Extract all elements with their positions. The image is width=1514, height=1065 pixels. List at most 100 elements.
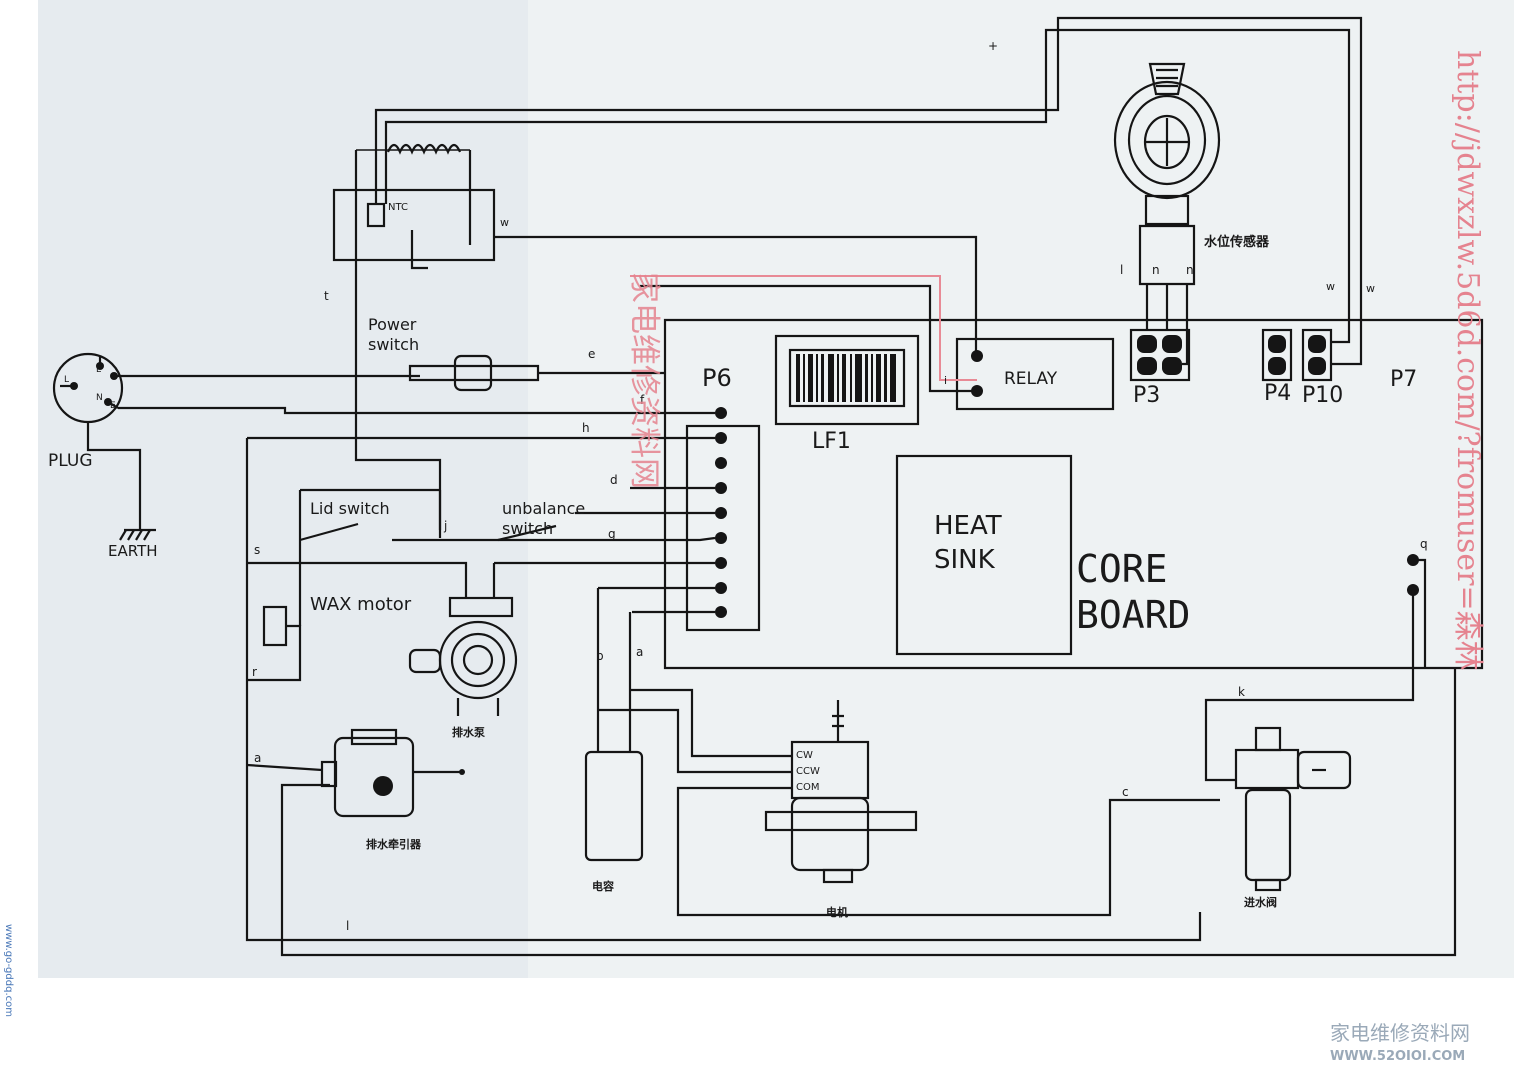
sensor-wire-label: n: [1152, 263, 1160, 277]
unbalance-switch-contact: [497, 524, 557, 542]
side-url-watermark: http://jdwxzlw.5d6d.com/?fromuser=森林: [1450, 50, 1485, 671]
power-switch-body: [408, 364, 540, 382]
plug-pins: [70, 362, 118, 406]
relay-feed-wire: [640, 284, 977, 393]
wire-label-g: g: [608, 527, 616, 541]
bottom-url-watermark: WWW.52OIOI.COM: [1330, 1049, 1465, 1064]
plug-pin-label: N: [96, 393, 103, 403]
wire-label-e: e: [588, 347, 595, 361]
wire-label-f: f: [640, 393, 645, 407]
wire-k: [1204, 590, 1415, 782]
wire-s: [247, 561, 468, 598]
wire-a-left: [246, 763, 323, 772]
earth-label: EARTH: [108, 542, 158, 560]
plug-body: [52, 352, 124, 424]
drain-pump-icon: [408, 596, 518, 716]
p3-label: P3: [1133, 383, 1160, 408]
earth-wire: [86, 422, 142, 530]
plug-pin-stub: [107, 401, 119, 409]
wire-label-plus: +: [988, 39, 998, 53]
wire-label-r: r: [252, 665, 257, 679]
lf1-inner: [788, 348, 906, 408]
bottom-cn-watermark: 家电维修资料网: [1330, 1021, 1470, 1045]
water-level-sensor-label: 水位传感器: [1204, 234, 1270, 250]
drain-tractor-icon: [320, 728, 465, 818]
core-board-label-1: CORE: [1076, 547, 1168, 591]
wire-label-q: q: [1420, 537, 1428, 551]
wire-w-relay: [494, 235, 978, 356]
wire-label-h: h: [582, 421, 590, 435]
wire-label-i: i: [944, 374, 947, 387]
p10-pins: [1308, 335, 1326, 375]
motor-label: 电机: [826, 905, 848, 919]
lf1-barcode: [796, 354, 896, 402]
p10-connector: [1301, 328, 1333, 382]
p3-pins: [1137, 335, 1182, 375]
capacitor-label: 电容: [592, 879, 614, 893]
unbalance-label-1: unbalance: [502, 499, 585, 518]
wire-r: [247, 624, 302, 682]
wire-label-w: w: [500, 216, 509, 229]
wire-label-a: a: [254, 751, 261, 765]
plug-pin-label: E: [110, 401, 116, 411]
heat-sink-label-2: SINK: [934, 545, 996, 575]
heater-coil: [386, 143, 462, 155]
plug-pin-label: L: [96, 365, 101, 375]
motor-icon: [764, 700, 918, 884]
wire-label-w3: w: [1366, 282, 1375, 295]
wire-label-b: b: [596, 649, 604, 663]
p6-connector: [685, 424, 761, 632]
wire-w-inner: [384, 28, 1351, 344]
ntc-ground: [410, 230, 428, 270]
wire-label-j: j: [443, 519, 447, 533]
center-watermark: 家电维修资料网: [626, 272, 662, 489]
inlet-valve-label: 进水阀: [1244, 895, 1277, 909]
wire-label-k: k: [1238, 685, 1245, 699]
wire-f: [118, 406, 715, 415]
lf1-outline: [774, 334, 920, 426]
relay-label: RELAY: [1004, 369, 1058, 389]
lid-switch-label: Lid switch: [310, 499, 390, 518]
capacitor-body: [584, 750, 644, 862]
lid-switch-contact: [299, 522, 359, 542]
earth-icon: [119, 528, 156, 541]
wire-label-d: d: [610, 473, 618, 487]
wire-w-outer: [374, 16, 1363, 366]
power-switch-knob: [453, 354, 493, 392]
p4-connector: [1261, 328, 1293, 382]
core-board-outline: [663, 318, 1484, 670]
wire-cap-cw: [630, 688, 792, 758]
wire-label-l: l: [346, 919, 349, 933]
p6-label: P6: [702, 364, 732, 392]
ntc-box: [332, 188, 496, 262]
wax-motor-body: [262, 605, 288, 647]
wire-label-t: t: [324, 289, 329, 303]
plug-pin-label: L: [64, 375, 69, 385]
wire-label-s: s: [254, 543, 260, 557]
motor-terminal-ccw: CCW: [796, 766, 820, 777]
plug-label: PLUG: [48, 451, 93, 471]
wire-t: [354, 245, 442, 538]
ntc-label: NTC: [388, 202, 408, 213]
wire-j: [392, 536, 716, 542]
heat-sink-box: [895, 454, 1073, 656]
p4-pins: [1268, 335, 1286, 375]
drain-pump-label: 排水泵: [452, 725, 485, 739]
sensor-wire-label: l: [1120, 263, 1123, 277]
relay-feed-line: [630, 275, 977, 381]
motor-terminal-com: COM: [796, 782, 819, 793]
motor-terminal-cw: CW: [796, 750, 813, 761]
ntc-element: [366, 202, 386, 228]
lf1-label: LF1: [812, 429, 851, 454]
sensor-wire-label: n: [1186, 263, 1194, 277]
inlet-valve-icon: [1234, 726, 1352, 892]
power-switch-label-2: switch: [368, 335, 419, 354]
water-level-sensor-icon: [1113, 62, 1221, 366]
p3-connector: [1129, 328, 1191, 382]
power-switch-label-1: Power: [368, 315, 417, 334]
core-board-label-2: BOARD: [1076, 593, 1190, 637]
wire-cap-ccw: [598, 708, 792, 774]
wax-motor-label: WAX motor: [310, 594, 412, 615]
wire-label-c: c: [1122, 785, 1129, 799]
